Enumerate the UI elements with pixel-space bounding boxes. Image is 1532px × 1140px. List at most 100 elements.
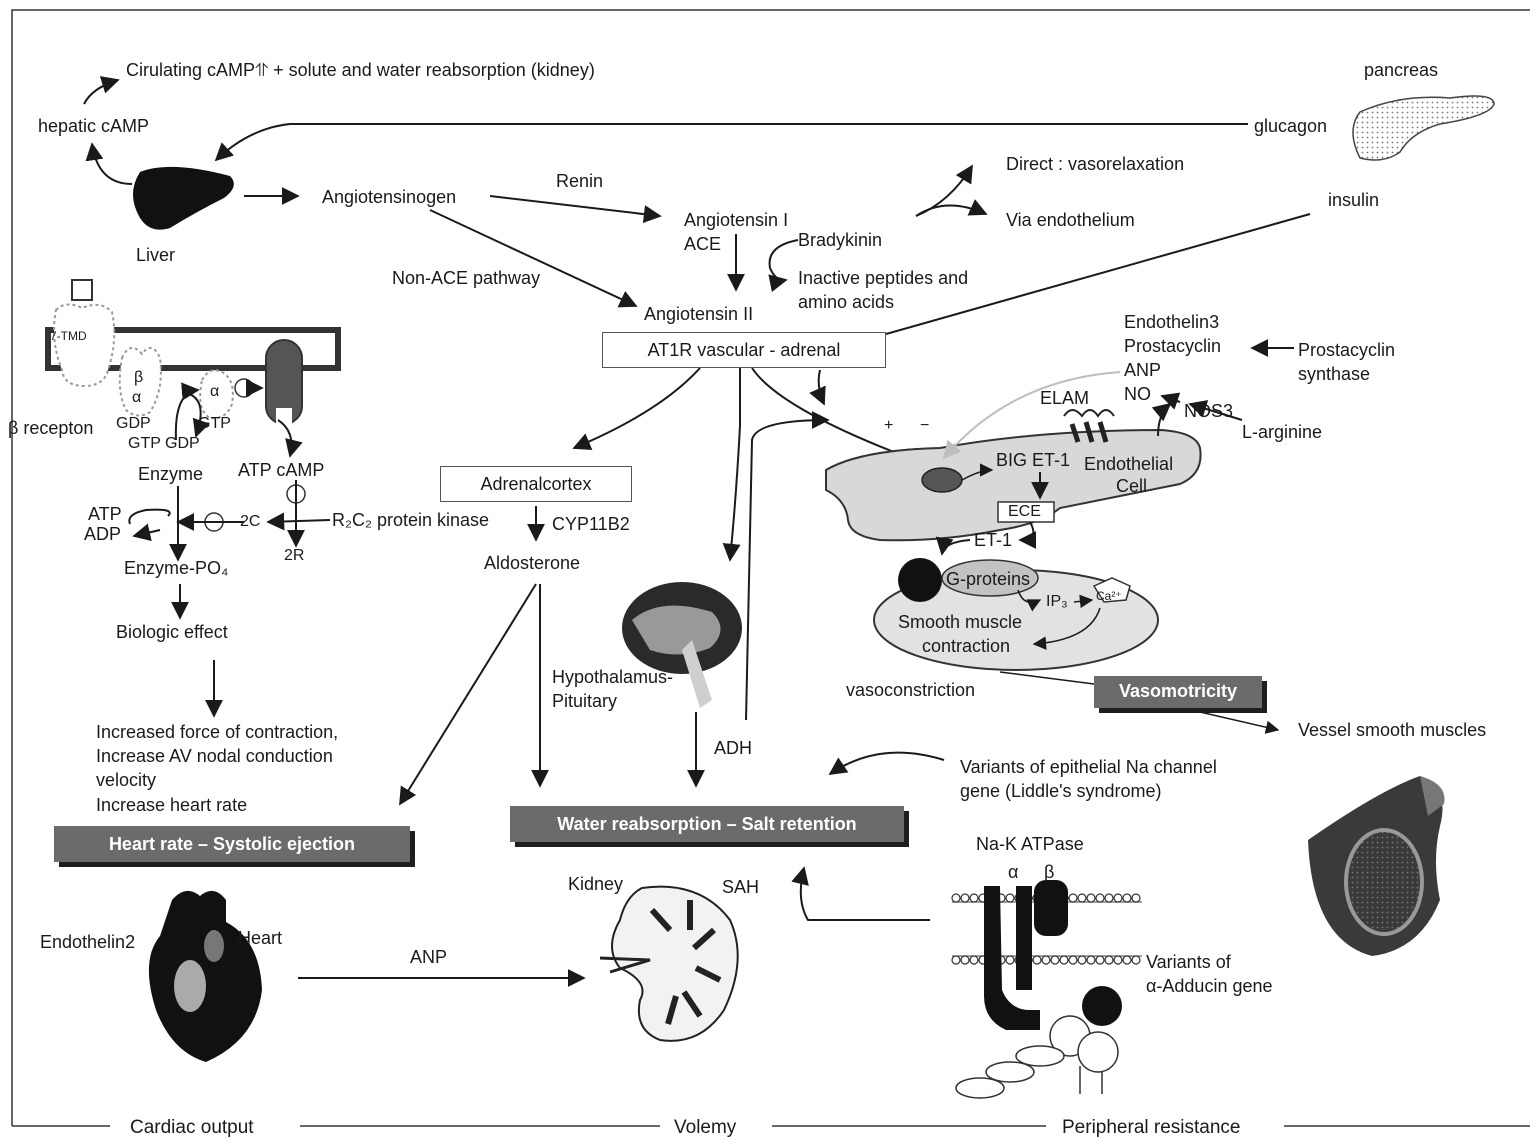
lipid-head <box>1122 893 1132 903</box>
frame-border <box>11 9 1530 1127</box>
top-arrows <box>83 76 1311 335</box>
heart-rate-banner: Heart rate – Systolic ejection <box>54 826 410 862</box>
glucagon-label: glucagon <box>1254 116 1328 136</box>
lipid-head <box>1077 955 1087 965</box>
lipid-head <box>1005 893 1015 903</box>
sah-label: SAH <box>722 877 760 897</box>
endothelial-arrows <box>935 339 1294 556</box>
via-endothelium-label: Via endothelium <box>1006 210 1135 230</box>
lipid-head <box>1122 955 1132 965</box>
contraction-label: contraction <box>922 636 1011 656</box>
adp-label: ADP <box>84 524 122 544</box>
kidney-icon <box>599 885 739 1042</box>
adrenalcortex-box: Adrenalcortex <box>440 466 632 502</box>
prostacyclin-label: Prostacyclin <box>1124 336 1222 356</box>
endothelin2-label: Endothelin2 <box>40 932 136 952</box>
big-et1-label: BIG ET-1 <box>996 450 1071 470</box>
ip3-label: IP₃ <box>1046 593 1068 610</box>
endothelin3-label: Endothelin3 <box>1124 312 1220 332</box>
amino-acids-label: amino acids <box>798 292 895 312</box>
pituitary-label: Pituitary <box>552 691 618 711</box>
gtp-gdp-label: GTP GDP <box>128 435 200 452</box>
biologic-effect-label: Biologic effect <box>116 622 228 642</box>
vasoconstriction-label: vasoconstriction <box>846 680 976 700</box>
endothelial-cell <box>825 402 1202 542</box>
direct-vasorelaxation-label: Direct : vasorelaxation <box>1006 154 1185 174</box>
renin-label: Renin <box>556 171 604 191</box>
nos3-label: NOS3 <box>1184 401 1234 421</box>
cyp11b2-label: CYP11B2 <box>552 514 630 534</box>
na-k-atpase-label: Na-K ATPase <box>976 834 1084 854</box>
at1r-box: AT1R vascular - adrenal <box>602 332 886 368</box>
na-k-alpha-label: α <box>1008 862 1019 882</box>
na-k-atpase-illustration <box>951 880 1142 1099</box>
calcium-label: Ca²⁺ <box>1096 589 1122 603</box>
lipid-head <box>951 893 961 903</box>
et1-label: ET-1 <box>974 530 1013 550</box>
atp-camp-label: ATP cAMP <box>238 460 325 480</box>
alpha-active-label: α <box>210 383 220 400</box>
lipid-head <box>1041 955 1051 965</box>
gdp-label: GDP <box>116 415 151 432</box>
liddle-label-2: gene (Liddle's syndrome) <box>960 781 1162 801</box>
lipid-head <box>1113 893 1123 903</box>
lipid-head <box>1068 955 1078 965</box>
seven-tmd-label: 7-TMD <box>50 329 87 343</box>
lipid-head <box>1032 955 1042 965</box>
circulating-camp-label: Cirulating cAMP⥣ + solute and water reab… <box>126 60 595 80</box>
lipid-head <box>969 893 979 903</box>
liver-label: Liver <box>136 245 176 265</box>
angiotensinogen-label: Angiotensinogen <box>322 187 457 207</box>
lipid-head <box>1059 955 1069 965</box>
effect-line-3: velocity <box>96 770 157 790</box>
liddle-label-1: Variants of epithelial Na channel <box>960 757 1217 777</box>
angiotensin-ii-label: Angiotensin II <box>644 304 754 324</box>
minus-sign: − <box>920 417 930 434</box>
alpha-subunit-label: α <box>132 389 142 406</box>
adducin-label-1: Variants of <box>1146 952 1231 972</box>
effect-line-1: Increased force of contraction, <box>96 722 339 742</box>
protein-kinase-label: R₂C₂ protein kinase <box>332 510 490 530</box>
lipid-head <box>1113 955 1123 965</box>
lipid-head <box>1131 955 1141 965</box>
heart-label: Heart <box>238 928 283 948</box>
elam-label: ELAM <box>1040 388 1090 408</box>
na-k-beta-label: β <box>1044 862 1055 882</box>
inactive-peptides-label: Inactive peptides and <box>798 268 969 288</box>
smooth-muscle-label: Smooth muscle <box>898 612 1023 632</box>
peripheral-resistance-label: Peripheral resistance <box>1054 1116 1249 1140</box>
lipid-head <box>1068 893 1078 903</box>
g-proteins-label: G-proteins <box>946 569 1031 589</box>
water-reabsorption-banner: Water reabsorption – Salt retention <box>510 806 904 842</box>
vessel-smooth-muscles-label: Vessel smooth muscles <box>1298 720 1487 740</box>
lipid-head <box>1104 893 1114 903</box>
lipid-head <box>960 955 970 965</box>
at1r-arrows <box>399 367 922 806</box>
anp-endo-label: ANP <box>1124 360 1162 380</box>
anp-label: ANP <box>410 947 448 967</box>
endothelial-label: Endothelial <box>1084 454 1174 474</box>
brain-icon <box>622 582 742 708</box>
beta-subunit-label: β <box>134 369 144 386</box>
lipid-head <box>1005 955 1015 965</box>
lipid-head <box>1095 893 1105 903</box>
cell-label: Cell <box>1116 476 1148 496</box>
ece-label: ECE <box>1008 503 1041 520</box>
adh-label: ADH <box>714 738 753 758</box>
aldosterone-label: Aldosterone <box>484 553 581 573</box>
enzyme-label: Enzyme <box>138 464 204 484</box>
cardiac-output-label: Cardiac output <box>122 1116 262 1140</box>
enzyme-po4-label: Enzyme-PO₄ <box>124 558 229 578</box>
angiotensin-i-label: Angiotensin I <box>684 210 789 230</box>
lipid-head <box>969 955 979 965</box>
smooth-muscle-arrows <box>999 589 1280 734</box>
vessel-icon <box>1308 776 1445 956</box>
lipid-head <box>951 955 961 965</box>
effect-line-4: Increase heart rate <box>96 795 248 815</box>
vasomotricity-banner: Vasomotricity <box>1094 676 1262 708</box>
bradykinin-label: Bradykinin <box>798 230 883 250</box>
lipid-head <box>1095 955 1105 965</box>
ace-label: ACE <box>684 234 722 254</box>
volemy-label: Volemy <box>666 1116 745 1140</box>
prostacyclin-synthase-label: Prostacyclin <box>1298 340 1396 360</box>
